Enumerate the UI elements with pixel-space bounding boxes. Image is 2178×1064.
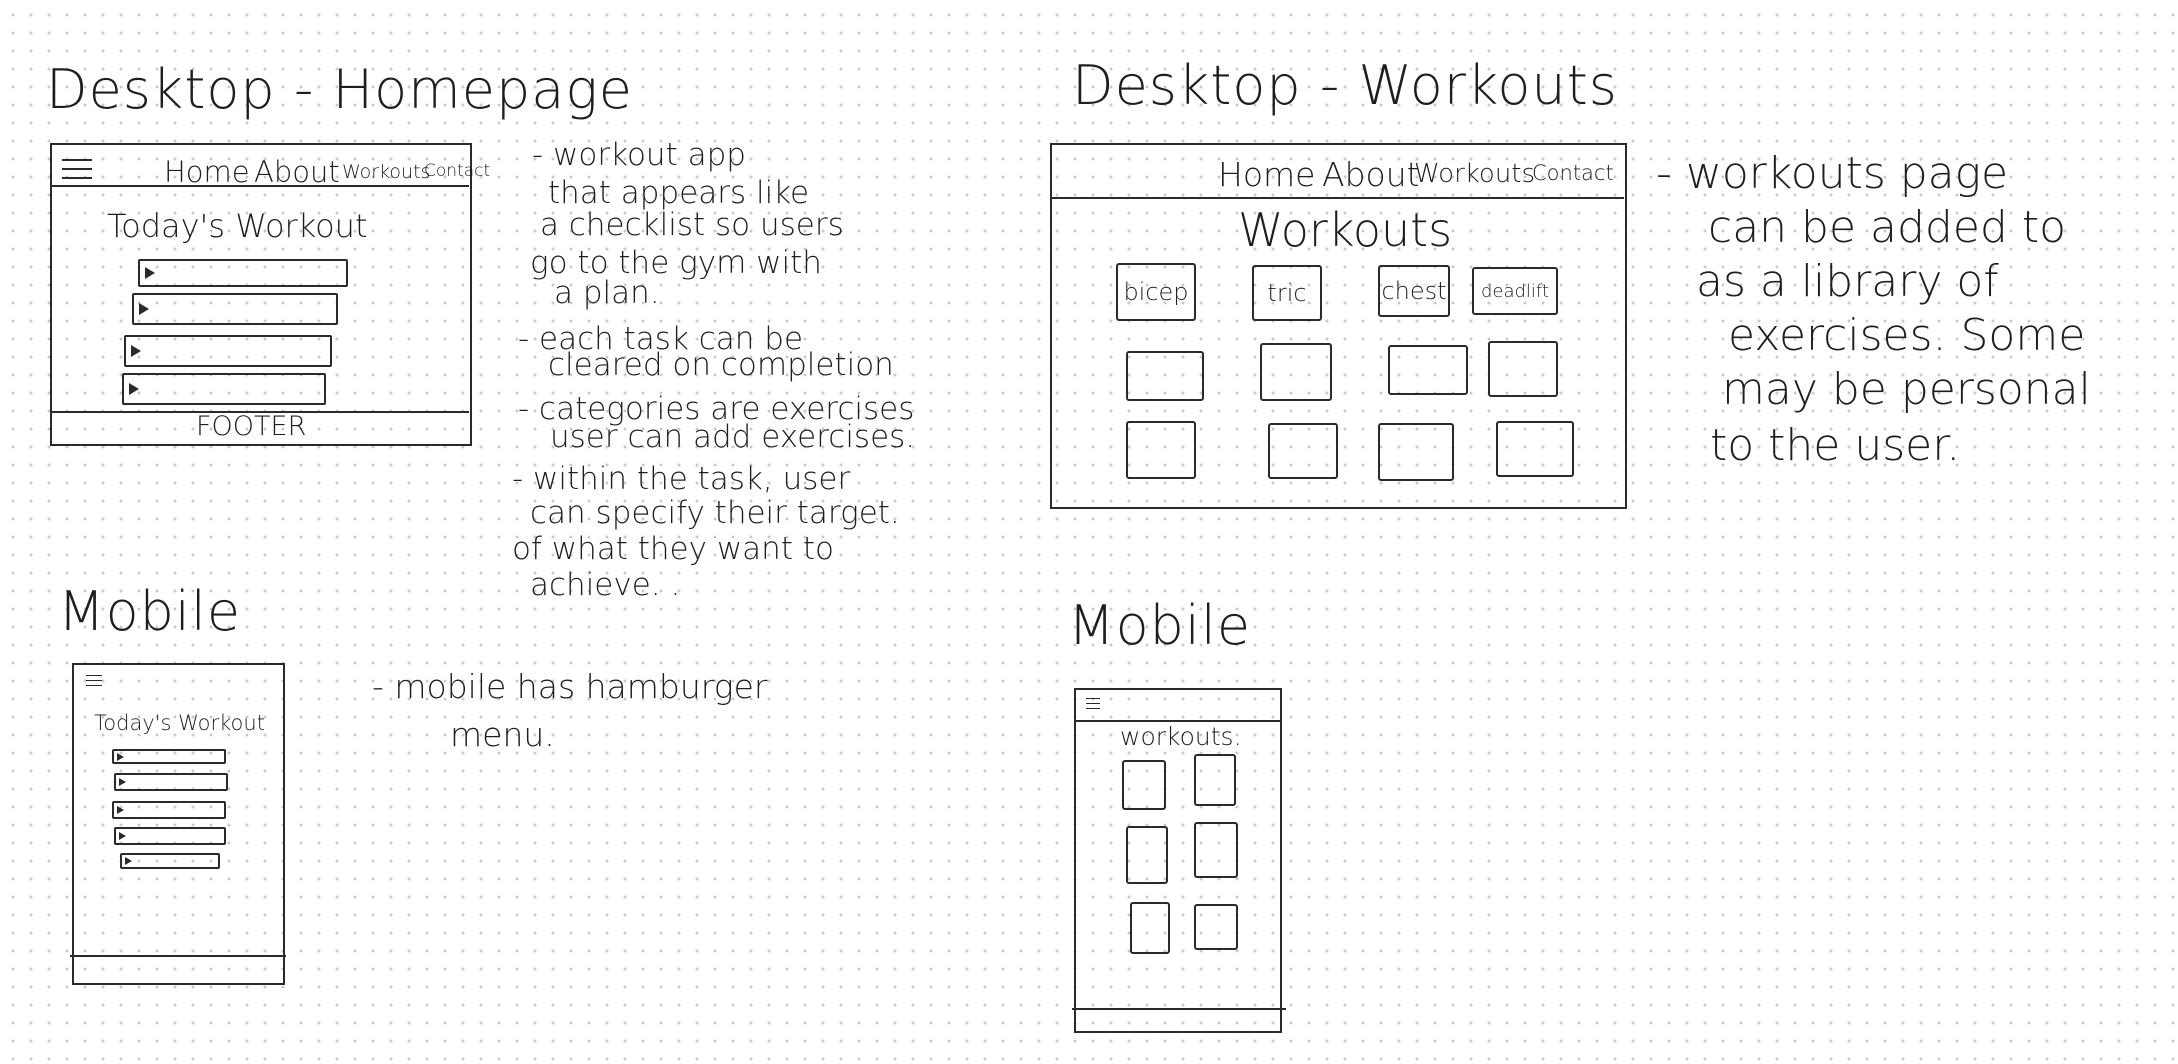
workouts-heading: Workouts	[1238, 203, 1453, 257]
note-line: - categories are exercises	[518, 391, 915, 427]
note-line: exercises. Some	[1728, 310, 2086, 361]
workout-card[interactable]	[1268, 423, 1338, 479]
footer-label: FOOTER	[196, 411, 307, 442]
header-divider	[52, 185, 469, 187]
task-row[interactable]	[132, 293, 338, 325]
mobile-note-line: menu.	[450, 715, 555, 754]
nav-contact[interactable]: Contact	[1532, 161, 1614, 185]
workout-card[interactable]	[1130, 902, 1170, 954]
workout-card-bicep[interactable]: bicep	[1116, 263, 1196, 321]
note-line: a plan.	[554, 275, 660, 311]
note-line: go to the gym with	[530, 245, 822, 281]
workout-card[interactable]	[1194, 754, 1236, 806]
task-marker-icon[interactable]	[117, 752, 124, 761]
note-line: user can add exercises.	[550, 419, 916, 455]
hamburger-menu-icon[interactable]	[62, 159, 92, 186]
workout-card[interactable]	[1126, 826, 1168, 884]
task-row[interactable]	[138, 259, 348, 287]
task-marker-icon[interactable]	[117, 806, 124, 814]
task-marker-icon[interactable]	[139, 303, 149, 315]
workout-card[interactable]	[1126, 351, 1204, 401]
task-row[interactable]	[120, 853, 220, 869]
task-marker-icon[interactable]	[131, 345, 141, 357]
header-divider	[1052, 197, 1624, 199]
workout-card[interactable]	[1126, 421, 1196, 479]
hamburger-menu-icon[interactable]	[86, 675, 102, 690]
desktop-workouts-wireframe: Home About Workouts Contact Workouts bic…	[1050, 143, 1627, 509]
workout-card[interactable]	[1194, 822, 1238, 878]
note-line: - workouts page	[1656, 148, 2009, 199]
workout-card[interactable]	[1122, 760, 1166, 810]
note-line: of what they want to	[512, 531, 834, 567]
nav-home[interactable]: Home	[1218, 155, 1316, 194]
note-line: may be personal	[1722, 364, 2091, 415]
workouts-heading: workouts.	[1120, 722, 1242, 751]
workout-card-deadlift[interactable]: deadlift	[1472, 267, 1558, 315]
todays-workout-heading: Today's Workout	[94, 711, 265, 735]
note-line: a checklist so users	[540, 207, 844, 243]
task-row[interactable]	[122, 373, 326, 405]
workout-card[interactable]	[1194, 904, 1238, 950]
note-line: can be added to	[1708, 202, 2066, 253]
task-row[interactable]	[114, 827, 226, 845]
mobile-homepage-wireframe: Today's Workout	[70, 663, 286, 985]
note-line: - within the task, user	[512, 461, 851, 497]
task-row[interactable]	[114, 773, 228, 791]
mobile-note-line: - mobile has hamburger	[372, 667, 768, 706]
desktop-homepage-title: Desktop - Homepage	[46, 58, 633, 121]
mobile-workouts-wireframe: workouts.	[1072, 688, 1286, 1033]
task-marker-icon[interactable]	[119, 832, 126, 840]
footer-divider	[52, 411, 469, 413]
task-marker-icon[interactable]	[145, 267, 155, 279]
workout-card[interactable]	[1260, 343, 1332, 401]
todays-workout-heading: Today's Workout	[107, 207, 368, 245]
hamburger-menu-icon[interactable]	[1086, 698, 1100, 713]
note-line: to the user.	[1710, 420, 1961, 471]
nav-about[interactable]: About	[1322, 155, 1420, 194]
mobile-homepage-title: Mobile	[58, 580, 242, 643]
mobile-workouts-title: Mobile	[1068, 594, 1252, 657]
note-line: - workout app	[532, 137, 746, 173]
footer-divider	[70, 955, 286, 957]
workout-card[interactable]	[1388, 345, 1468, 395]
task-row[interactable]	[112, 801, 226, 819]
desktop-workouts-title: Desktop - Workouts	[1072, 54, 1618, 117]
workout-card-tric[interactable]: tric	[1252, 265, 1322, 321]
workout-card-chest[interactable]: chest	[1378, 265, 1450, 317]
desktop-homepage-wireframe: Home About Workouts Contact Today's Work…	[50, 143, 490, 446]
task-row[interactable]	[112, 749, 226, 764]
note-line: - each task can be	[518, 321, 804, 357]
task-marker-icon[interactable]	[129, 383, 139, 395]
nav-contact[interactable]: Contact	[424, 161, 491, 181]
nav-workouts[interactable]: Workouts	[1414, 159, 1536, 189]
note-line: cleared on completion	[548, 347, 894, 383]
nav-workouts[interactable]: Workouts	[342, 161, 431, 183]
task-marker-icon[interactable]	[125, 857, 132, 865]
task-marker-icon[interactable]	[119, 778, 126, 786]
nav-home[interactable]: Home	[164, 155, 250, 189]
note-line: as a library of	[1696, 256, 1999, 307]
note-line: achieve. .	[530, 567, 681, 603]
note-line: can specify their target.	[530, 495, 900, 531]
nav-about[interactable]: About	[254, 155, 340, 189]
workout-card[interactable]	[1488, 341, 1558, 397]
note-line: that appears like	[548, 175, 810, 211]
footer-divider	[1072, 1008, 1286, 1010]
workout-card[interactable]	[1496, 421, 1574, 477]
header-divider	[1076, 720, 1280, 722]
task-row[interactable]	[124, 335, 332, 367]
workout-card[interactable]	[1378, 423, 1454, 481]
